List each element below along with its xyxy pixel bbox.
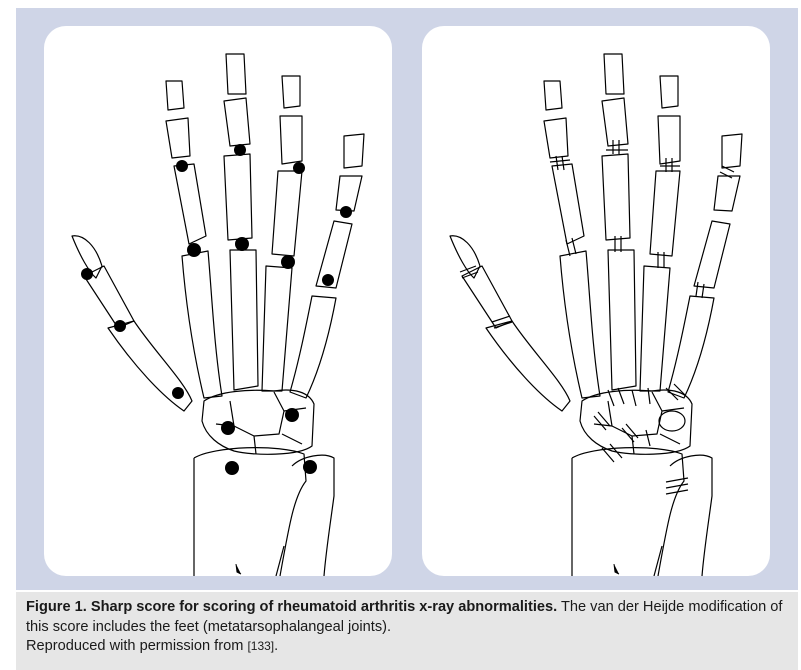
middle-proximal-phalanx: [601, 153, 631, 241]
erosion-dot: [285, 408, 299, 422]
middle-middle-phalanx: [223, 97, 251, 147]
ring-metacarpal: [261, 265, 293, 392]
thumb-metacarpal: [485, 320, 571, 412]
ulna-bone: [291, 454, 335, 576]
thumb-distal-phalanx: [449, 235, 481, 279]
jsn-tick: [612, 140, 620, 154]
jsn-tick: [719, 165, 735, 179]
jsn-tick: [614, 236, 622, 252]
index-distal-phalanx: [165, 80, 185, 111]
caption-body: The van der Heijde modification of this …: [26, 599, 783, 635]
jsn-tick: [665, 158, 673, 172]
ring-middle-phalanx: [657, 115, 681, 165]
figure-area: [16, 8, 798, 590]
pisiform-bone: [658, 410, 686, 432]
index-middle-phalanx: [165, 117, 191, 159]
erosion-dot: [172, 387, 184, 399]
erosion-dot: [234, 144, 246, 156]
jsn-tick: [555, 155, 565, 171]
jsn-tick: [491, 315, 513, 329]
jsn-tick: [459, 265, 479, 279]
radius-bone: [193, 447, 307, 576]
erosion-dot: [221, 421, 235, 435]
ring-middle-phalanx: [279, 115, 303, 165]
caption-reference: [133]: [247, 639, 275, 653]
erosion-dot: [114, 320, 126, 332]
jsn-tick: [607, 387, 651, 407]
middle-middle-phalanx: [601, 97, 629, 147]
jsn-tick: [621, 423, 639, 443]
erosion-dot: [187, 243, 201, 257]
jsn-tick: [645, 429, 651, 447]
ring-proximal-phalanx: [649, 170, 681, 257]
thumb-distal-phalanx: [71, 235, 103, 279]
index-metacarpal: [181, 250, 223, 399]
jsn-tick: [695, 281, 705, 299]
index-distal-phalanx: [543, 80, 563, 111]
erosion-dot: [340, 206, 352, 218]
hand-diagram-jsn: [422, 26, 770, 576]
jsn-tick: [657, 252, 665, 268]
hand-diagram-erosions: [44, 26, 392, 576]
hand-skeleton-erosions-svg: [71, 53, 365, 576]
middle-distal-phalanx: [225, 53, 247, 95]
caption-title: Figure 1. Sharp score for scoring of rhe…: [26, 599, 558, 615]
middle-metacarpal: [229, 249, 259, 391]
erosion-dot: [225, 461, 239, 475]
erosion-dots: [81, 144, 352, 475]
little-proximal-phalanx: [693, 220, 731, 289]
little-middle-phalanx: [713, 175, 741, 212]
little-distal-phalanx: [343, 133, 365, 169]
erosion-dot: [281, 255, 295, 269]
index-proximal-phalanx: [173, 163, 207, 245]
little-middle-phalanx: [335, 175, 363, 212]
caption-end: .: [274, 638, 279, 654]
little-distal-phalanx: [721, 133, 743, 169]
ring-distal-phalanx: [659, 75, 679, 109]
erosion-dot: [293, 162, 305, 174]
little-proximal-phalanx: [315, 220, 353, 289]
index-middle-phalanx: [543, 117, 569, 159]
erosion-dot: [303, 460, 317, 474]
jsn-tick: [601, 443, 623, 463]
index-metacarpal: [559, 250, 601, 399]
little-metacarpal: [289, 295, 337, 399]
jsn-tick: [593, 411, 611, 431]
jsn-tick-marks: [459, 140, 735, 495]
middle-proximal-phalanx: [223, 153, 253, 241]
hand-skeleton-jsn-svg: [449, 53, 743, 576]
caption-permission: Reproduced with permission from: [26, 638, 248, 654]
carpal-bones: [201, 389, 315, 455]
ring-proximal-phalanx: [271, 170, 303, 257]
thumb-metacarpal: [107, 320, 193, 412]
ulna-bone: [669, 454, 713, 576]
ring-metacarpal: [639, 265, 671, 392]
jsn-tick: [565, 237, 577, 257]
carpal-bones: [579, 389, 693, 455]
radius-bone: [571, 447, 685, 576]
index-proximal-phalanx: [551, 163, 585, 245]
middle-distal-phalanx: [603, 53, 625, 95]
figure-caption: Figure 1. Sharp score for scoring of rhe…: [16, 592, 798, 670]
erosion-dot: [322, 274, 334, 286]
jsn-tick: [665, 477, 689, 495]
erosion-dot: [176, 160, 188, 172]
ring-distal-phalanx: [281, 75, 301, 109]
erosion-dot: [81, 268, 93, 280]
erosion-dot: [235, 237, 249, 251]
little-metacarpal: [667, 295, 715, 399]
middle-metacarpal: [607, 249, 637, 391]
jsn-tick: [549, 159, 571, 163]
jsn-tick: [665, 383, 687, 401]
